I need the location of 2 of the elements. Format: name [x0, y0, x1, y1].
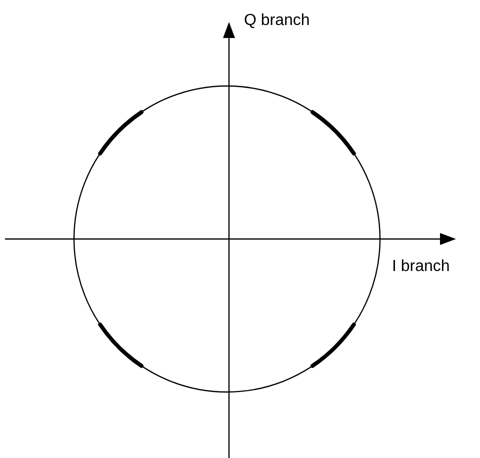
axis-label: I branch: [392, 258, 450, 276]
axis-label: Q branch: [244, 12, 310, 30]
